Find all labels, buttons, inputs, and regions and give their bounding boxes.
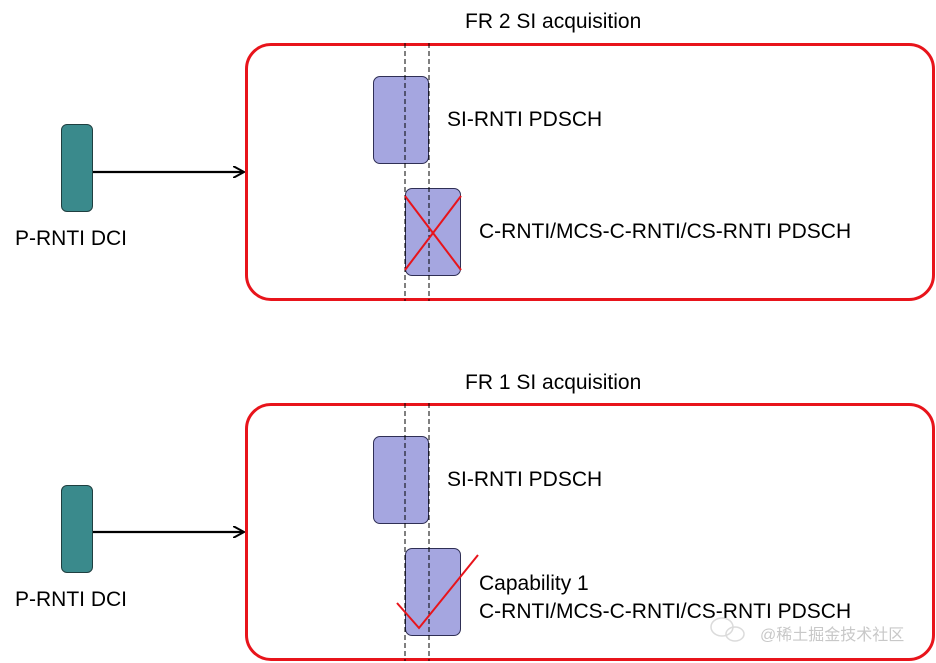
panel-2-si-pdsch-label: SI-RNTI PDSCH bbox=[447, 468, 603, 491]
panel-1-frame bbox=[245, 43, 935, 301]
panel-2-frame bbox=[245, 403, 935, 661]
wechat-logo-icon bbox=[710, 617, 745, 642]
panel-1-si-pdsch-label: SI-RNTI PDSCH bbox=[447, 108, 603, 131]
check-icon bbox=[396, 554, 479, 630]
cross-icon bbox=[404, 195, 462, 271]
panel-2-dci-label: P-RNTI DCI bbox=[15, 588, 127, 611]
panel-1-dci-label: P-RNTI DCI bbox=[15, 227, 127, 250]
panel-2-dci-block bbox=[61, 485, 93, 573]
panel-1-dci-block bbox=[61, 124, 93, 212]
watermark: @稀土掘金技术社区 bbox=[760, 627, 905, 644]
panel-2-title: FR 1 SI acquisition bbox=[465, 371, 642, 394]
panel-2-crnti-pdsch-label: C-RNTI/MCS-C-RNTI/CS-RNTI PDSCH bbox=[479, 600, 852, 623]
panel-1-title: FR 2 SI acquisition bbox=[465, 10, 642, 33]
panel-2-capability-label: Capability 1 bbox=[479, 572, 589, 595]
panel-1-crnti-pdsch-label: C-RNTI/MCS-C-RNTI/CS-RNTI PDSCH bbox=[479, 220, 852, 243]
